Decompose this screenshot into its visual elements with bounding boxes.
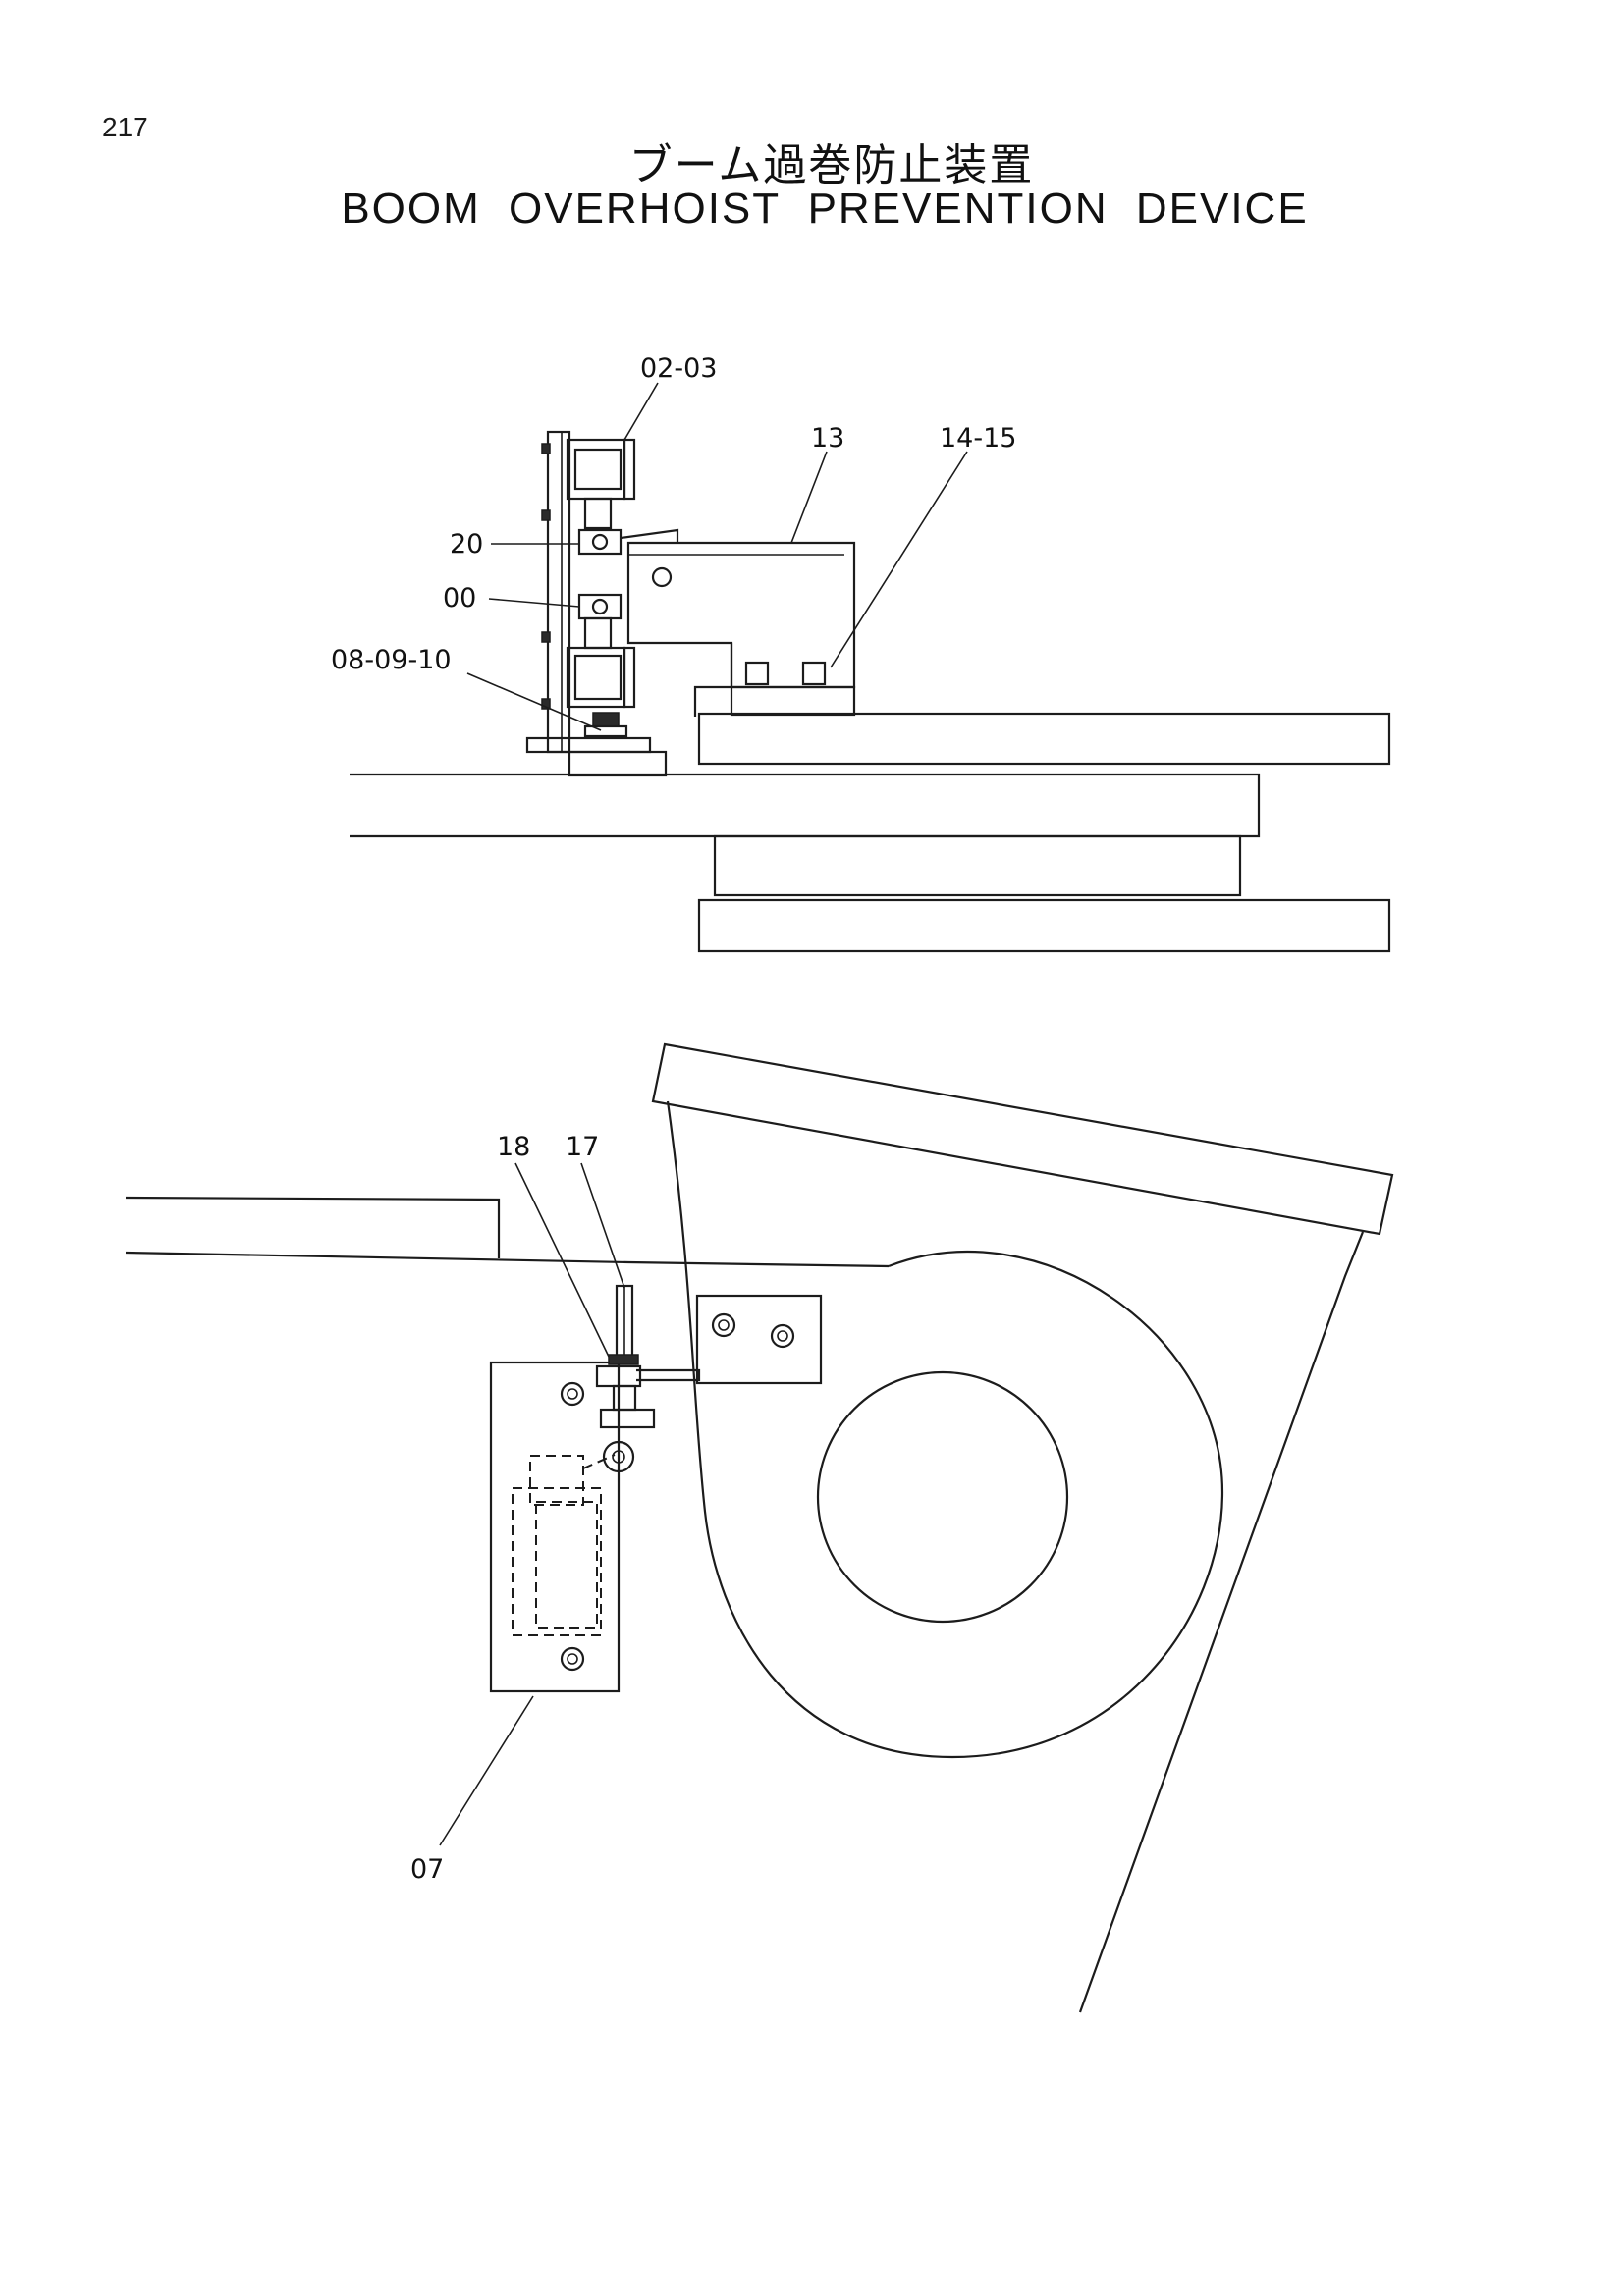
rod-collar xyxy=(612,1384,637,1412)
plate-bolt-top-inner xyxy=(567,1388,578,1400)
plate-bolt-2 xyxy=(541,509,551,521)
page-title-japanese: ブーム過巻防止装置 xyxy=(628,140,1035,190)
upper-limit-switch-head xyxy=(573,448,623,491)
roller-bracket xyxy=(599,1408,656,1429)
frame-bolt-1-inner xyxy=(718,1319,730,1331)
bracket-hole xyxy=(651,566,673,588)
top-beam-bottom xyxy=(697,898,1391,953)
actuator-arm xyxy=(636,1368,701,1382)
hidden-lever xyxy=(582,1454,616,1469)
top-beam-main xyxy=(350,773,1261,838)
callout-18: 18 xyxy=(497,1132,530,1162)
leader-02-03 xyxy=(623,382,659,441)
upper-limit-switch-cover xyxy=(623,438,636,501)
plate-bolt-4 xyxy=(541,698,551,710)
top-beam-upper xyxy=(697,712,1391,766)
lower-roller-pin xyxy=(591,598,609,615)
callout-20: 20 xyxy=(450,529,483,560)
lower-nut xyxy=(592,712,620,727)
upper-limit-switch-shaft xyxy=(583,497,613,530)
roller xyxy=(602,1440,635,1473)
callout-13: 13 xyxy=(811,423,844,454)
base-plate-top xyxy=(525,736,652,754)
page-title-english: BOOM OVERHOIST PREVENTION DEVICE xyxy=(341,185,1309,233)
lock-nut-18 xyxy=(608,1354,639,1365)
callout-14-15: 14-15 xyxy=(940,423,1016,454)
leader-17 xyxy=(580,1162,625,1289)
side-assembly-view: 18 17 07 xyxy=(125,1042,1394,2013)
upper-lever xyxy=(620,528,679,543)
callout-08-09-10: 08-09-10 xyxy=(331,645,452,675)
callout-02-03: 02-03 xyxy=(640,353,717,384)
page-number: 217 xyxy=(102,112,148,142)
lower-limit-switch-cover xyxy=(623,646,636,709)
leader-00 xyxy=(488,598,580,608)
leader-14-15 xyxy=(830,451,968,668)
lower-roller-00 xyxy=(577,593,623,620)
frame-bolt-2-inner xyxy=(777,1330,788,1342)
leader-07 xyxy=(439,1695,534,1846)
bracket-leg xyxy=(693,643,733,717)
plate-bolt-bottom-inner xyxy=(567,1653,578,1665)
bolt-head-right xyxy=(801,661,827,686)
upper-roller-20 xyxy=(577,528,623,556)
leader-18 xyxy=(514,1162,610,1358)
lower-limit-switch-head xyxy=(573,654,623,701)
base-plate xyxy=(568,750,668,777)
pivot-boss xyxy=(816,1370,1069,1624)
plate-bolt-3 xyxy=(541,631,551,643)
plate-bolt-1 xyxy=(541,443,551,454)
boom-arm xyxy=(125,1196,501,1258)
bracket-foot xyxy=(730,685,856,717)
top-assembly-view: 02-03 13 14-15 20 00 08-09-10 xyxy=(331,353,1391,953)
hidden-switch-upper xyxy=(529,1455,584,1506)
hidden-switch-body xyxy=(512,1487,602,1636)
leader-08-09-10 xyxy=(466,672,602,731)
frame-bolt-2 xyxy=(770,1323,795,1349)
callout-17: 17 xyxy=(566,1132,599,1162)
frame-bolt-1 xyxy=(711,1312,736,1338)
frame-bracket xyxy=(695,1294,823,1385)
roller-center xyxy=(612,1450,625,1464)
side-frame-arc xyxy=(888,1250,1224,1493)
side-frame-left xyxy=(666,1100,1224,1759)
side-frame-right xyxy=(1078,1231,1365,2013)
tilted-plate xyxy=(651,1042,1394,1236)
top-beam-lower xyxy=(713,834,1242,897)
mounting-plate xyxy=(546,430,571,754)
hidden-switch-inner xyxy=(535,1501,598,1629)
lower-limit-switch-shaft xyxy=(583,616,613,650)
callout-07: 07 xyxy=(410,1854,444,1885)
plate-bolt-top xyxy=(560,1381,585,1407)
bracket-body xyxy=(626,541,856,689)
boom-arm-lower xyxy=(125,1251,890,1268)
upper-roller-pin xyxy=(591,533,609,551)
plate-bolt-bottom xyxy=(560,1646,585,1672)
bolt-head-left xyxy=(744,661,770,686)
lower-washer xyxy=(583,724,628,738)
leader-13 xyxy=(790,451,828,544)
switch-plate-07 xyxy=(489,1361,621,1693)
callout-00: 00 xyxy=(443,583,476,614)
